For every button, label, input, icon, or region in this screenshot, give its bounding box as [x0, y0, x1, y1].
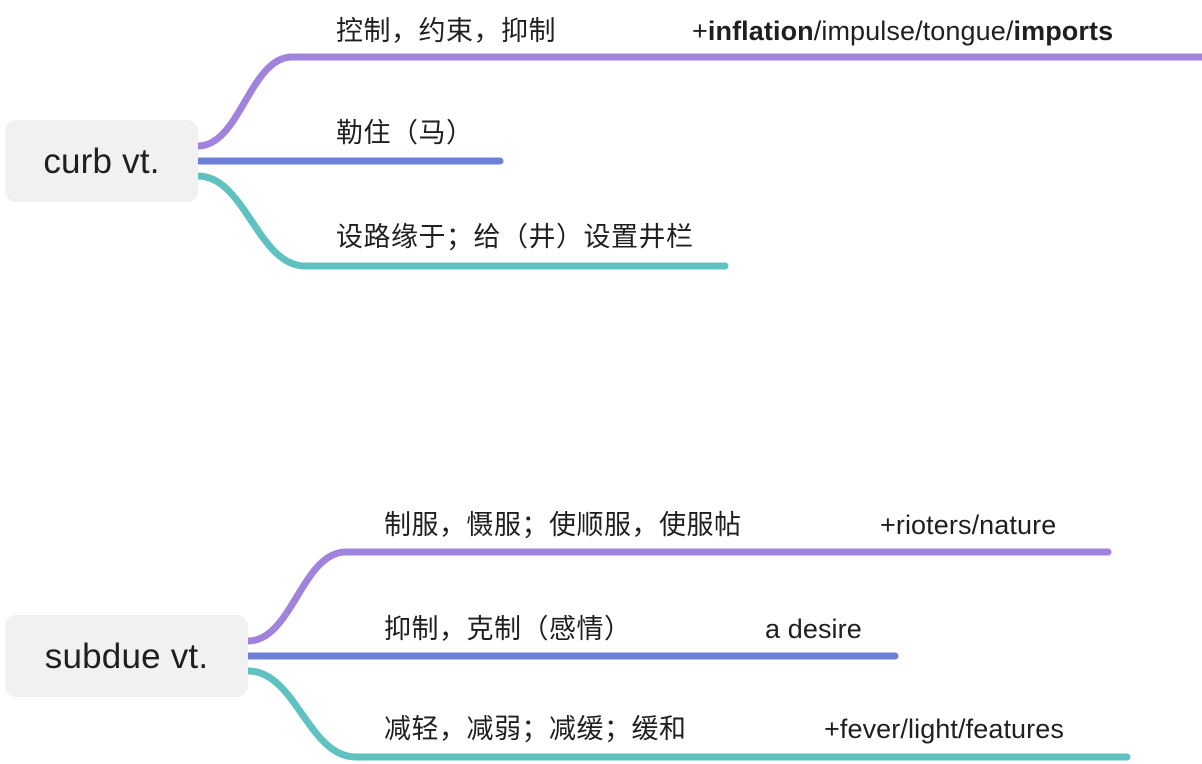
- branch-example-subdue-2: a desire: [765, 614, 862, 644]
- example-part-inflation: inflation: [707, 16, 814, 46]
- branch-example-curb-1: +inflation/impulse/tongue/imports: [692, 18, 1113, 45]
- branch-example-subdue-3: +fever/light/features: [824, 714, 1064, 744]
- branch-definition-subdue-3: 减轻，减弱；减缓；缓和: [384, 714, 687, 744]
- root-node-subdue-label: subdue vt.: [44, 636, 209, 676]
- example-part-plus: +: [692, 16, 708, 46]
- branch-line-curb-3: [194, 172, 729, 270]
- branch-line-subdue-1: [244, 548, 1112, 645]
- branch-definition-curb-1: 控制，约束，抑制: [336, 16, 556, 46]
- root-node-curb-label: curb vt.: [43, 141, 160, 181]
- root-node-curb[interactable]: curb vt.: [5, 120, 198, 202]
- branch-definition-subdue-1: 制服，慑服；使顺服，使服帖: [384, 510, 742, 540]
- branch-example-subdue-1: +rioters/nature: [880, 510, 1057, 540]
- example-part-imports: imports: [1013, 16, 1114, 46]
- branch-definition-subdue-2: 抑制，克制（感情）: [384, 614, 632, 644]
- example-part-mid: /impulse/tongue/: [813, 16, 1014, 46]
- branch-definition-curb-3: 设路缘于；给（井）设置井栏: [336, 222, 694, 252]
- branch-definition-curb-2: 勒住（马）: [336, 118, 474, 148]
- root-node-subdue[interactable]: subdue vt.: [5, 615, 248, 697]
